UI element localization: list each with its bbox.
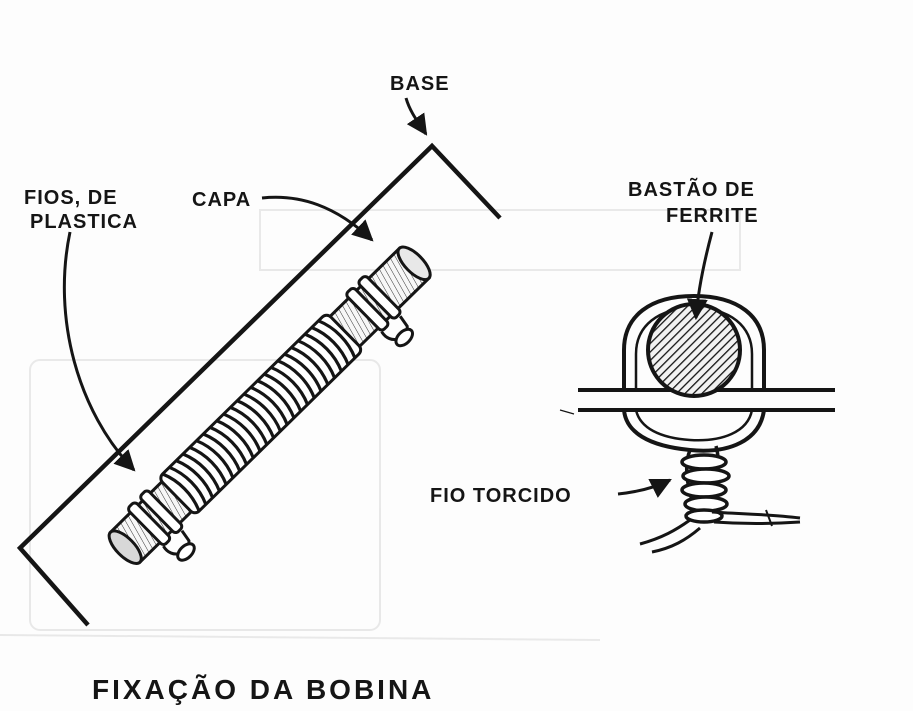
coil-turn bbox=[209, 425, 249, 466]
coil-turn bbox=[277, 359, 316, 399]
coil-turn bbox=[236, 399, 276, 439]
figure-caption: FIXAÇÃO DA BOBINA bbox=[92, 674, 435, 705]
label-fio-torcido: FIO TORCIDO bbox=[430, 485, 572, 507]
bastao-arrow bbox=[686, 231, 714, 321]
ferrite-coil bbox=[107, 245, 432, 565]
coil-turn bbox=[317, 319, 357, 359]
base-arrow bbox=[404, 97, 428, 136]
coil-turn bbox=[263, 372, 303, 412]
coil-turn bbox=[175, 459, 215, 499]
ferrite-section bbox=[646, 302, 742, 398]
label-bastao-de: BASTÃO DE bbox=[628, 179, 755, 201]
base-bracket bbox=[16, 142, 502, 627]
coil-turn bbox=[243, 392, 282, 432]
fios-arrow bbox=[62, 231, 136, 472]
coil-turn bbox=[283, 352, 323, 392]
twisted-wire bbox=[639, 445, 801, 554]
rod-end-left bbox=[107, 529, 143, 565]
label-plastica: PLASTICA bbox=[30, 211, 138, 233]
coil-turn bbox=[290, 345, 330, 386]
label-capa: CAPA bbox=[192, 189, 252, 211]
label-base: BASE bbox=[390, 73, 450, 95]
coil-turn bbox=[161, 472, 201, 512]
coil-turn bbox=[297, 339, 337, 379]
rod-end-right bbox=[396, 245, 432, 282]
wire-loop-outer bbox=[622, 293, 766, 390]
rod-cross-section bbox=[559, 293, 835, 554]
coil-turn bbox=[229, 405, 269, 446]
coil-turn bbox=[202, 432, 242, 472]
coil-turn bbox=[189, 445, 228, 486]
wire-tie-right bbox=[345, 275, 415, 348]
coil-turn bbox=[222, 412, 262, 452]
capa-arrow bbox=[261, 195, 374, 242]
coil-turn bbox=[216, 419, 255, 459]
coil-turn bbox=[311, 326, 350, 366]
wire-tie-left bbox=[127, 489, 196, 562]
fio-torcido-arrow bbox=[617, 478, 672, 498]
coil-turn bbox=[195, 439, 235, 479]
coil-turn bbox=[256, 379, 296, 419]
wire-under-plate bbox=[622, 409, 766, 453]
coil-turn bbox=[304, 332, 343, 372]
label-fios-de: FIOS, DE bbox=[24, 187, 118, 209]
label-ferrite: FERRITE bbox=[666, 205, 759, 227]
coil-turn bbox=[250, 385, 289, 426]
background-bleed bbox=[0, 209, 741, 641]
coil-turn bbox=[168, 465, 208, 506]
coil-turn bbox=[182, 452, 221, 492]
